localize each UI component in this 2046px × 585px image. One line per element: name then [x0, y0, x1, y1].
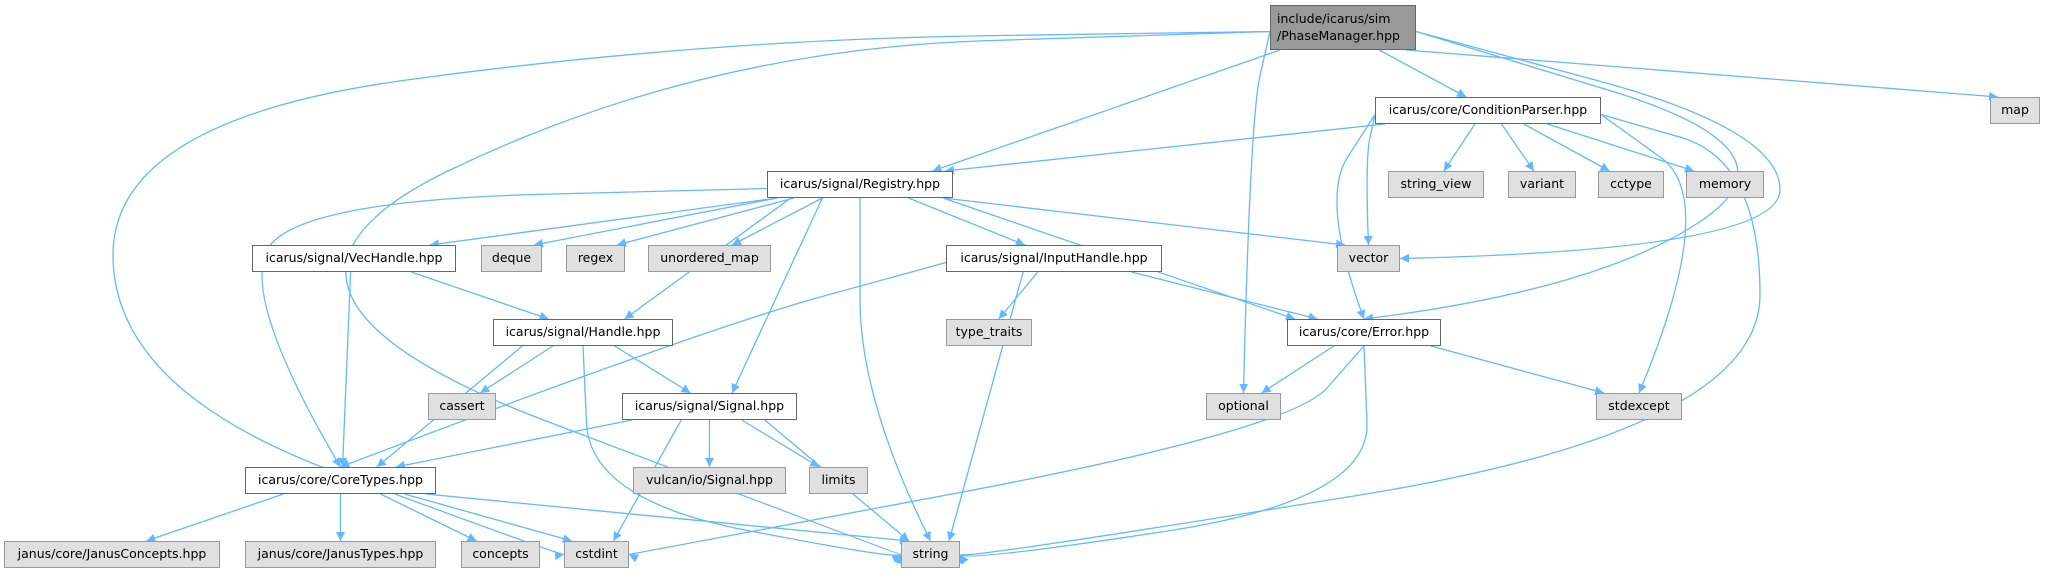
edge-inputhandle-to-coretypes [340, 261, 947, 469]
edge-conditionparser-to-string-view [1443, 123, 1476, 172]
edge-phasemanager-to-map [1405, 49, 1999, 101]
graph-node-limits[interactable]: limits [809, 467, 868, 494]
graph-node-deque[interactable]: deque [481, 245, 542, 272]
edge-error-to-cstdint [628, 345, 1365, 563]
graph-node-phasemanager[interactable]: include/icarus/sim /PhaseManager.hpp [1270, 5, 1416, 50]
edge-conditionparser-to-string [955, 113, 1761, 564]
edge-registry-to-string [859, 198, 932, 542]
edge-registry-to-vechandle [429, 197, 778, 249]
edge-registry-to-unordered-map [731, 197, 823, 246]
graph-node-coretypes[interactable]: icarus/core/CoreTypes.hpp [245, 467, 436, 494]
edge-registry-to-deque [533, 197, 778, 248]
graph-node-unordered-map[interactable]: unordered_map [648, 245, 771, 272]
edge-conditionparser-to-variant [1500, 123, 1535, 172]
edge-inputhandle-to-type-traits [998, 271, 1039, 320]
graph-node-memory[interactable]: memory [1686, 171, 1764, 198]
edge-registry-to-signal [731, 197, 823, 394]
edge-conditionparser-to-cctype [1523, 123, 1610, 172]
graph-node-inputhandle[interactable]: icarus/signal/InputHandle.hpp [946, 245, 1162, 272]
edge-registry-to-inputhandle [908, 197, 1026, 246]
graph-node-variant[interactable]: variant [1508, 171, 1576, 198]
graph-node-type-traits[interactable]: type_traits [946, 319, 1032, 346]
edge-conditionparser-to-vector [1363, 114, 1376, 246]
edge-coretypes-to-string [425, 493, 910, 545]
graph-node-janustypes[interactable]: janus/core/JanusTypes.hpp [245, 541, 436, 568]
edge-phasemanager-to-error [1363, 30, 1739, 323]
edge-registry-to-vector [942, 197, 1346, 249]
edge-conditionparser-to-registry [944, 123, 1386, 175]
edge-phasemanager-to-registry [932, 49, 1281, 173]
graph-node-error[interactable]: icarus/core/Error.hpp [1287, 319, 1441, 346]
graph-node-map[interactable]: map [1990, 97, 2040, 124]
edge-phasemanager-to-vector [1399, 30, 1781, 263]
graph-node-vechandle[interactable]: icarus/signal/VecHandle.hpp [252, 245, 456, 272]
edge-handle-to-cassert [479, 345, 554, 394]
edge-registry-to-coretypes [261, 187, 768, 468]
edge-coretypes-to-concepts [380, 493, 477, 542]
edge-phasemanager-to-conditionparser [1378, 49, 1467, 98]
graph-node-registry[interactable]: icarus/signal/Registry.hpp [767, 171, 953, 198]
graph-node-optional[interactable]: optional [1206, 393, 1281, 420]
edge-phasemanager-to-string [345, 30, 1271, 562]
edge-inputhandle-to-string [947, 271, 1024, 542]
graph-node-concepts[interactable]: concepts [461, 541, 540, 568]
edge-conditionparser-to-memory [1547, 123, 1695, 173]
edge-vechandle-to-handle [411, 271, 549, 321]
edge-phasemanager-to-optional [1239, 31, 1271, 394]
graph-node-cctype[interactable]: cctype [1598, 171, 1664, 198]
graph-node-janusconcepts[interactable]: janus/core/JanusConcepts.hpp [4, 541, 220, 568]
graph-node-conditionparser[interactable]: icarus/core/ConditionParser.hpp [1375, 97, 1601, 124]
edge-error-to-string [959, 345, 1368, 565]
graph-node-vulcan-signal[interactable]: vulcan/io/Signal.hpp [633, 467, 786, 494]
graph-node-string[interactable]: string [901, 541, 960, 568]
edge-signal-to-limits [741, 419, 820, 468]
edge-coretypes-to-janusconcepts [146, 493, 284, 543]
edge-error-to-stdexcept [1430, 345, 1605, 395]
edge-coretypes-to-cstdint [404, 493, 573, 543]
edge-handle-to-signal [614, 345, 691, 394]
graph-node-signal[interactable]: icarus/signal/Signal.hpp [622, 393, 797, 420]
graph-node-cassert[interactable]: cassert [428, 393, 496, 420]
edge-inputhandle-to-error [1131, 271, 1318, 322]
graph-node-string-view[interactable]: string_view [1388, 171, 1484, 198]
graph-node-cstdint[interactable]: cstdint [564, 541, 629, 568]
graph-node-handle[interactable]: icarus/signal/Handle.hpp [493, 319, 673, 346]
edge-handle-to-string [582, 345, 904, 565]
edge-conditionparser-to-stdexcept [1600, 113, 1687, 394]
edge-vechandle-to-coretypes [338, 271, 352, 468]
edge-error-to-optional [1261, 345, 1335, 394]
edge-signal-to-coretypes [395, 419, 633, 470]
graph-node-stdexcept[interactable]: stdexcept [1596, 393, 1682, 420]
graph-node-vector[interactable]: vector [1337, 245, 1400, 272]
graph-node-regex[interactable]: regex [566, 245, 625, 272]
edge-registry-to-regex [616, 197, 795, 248]
